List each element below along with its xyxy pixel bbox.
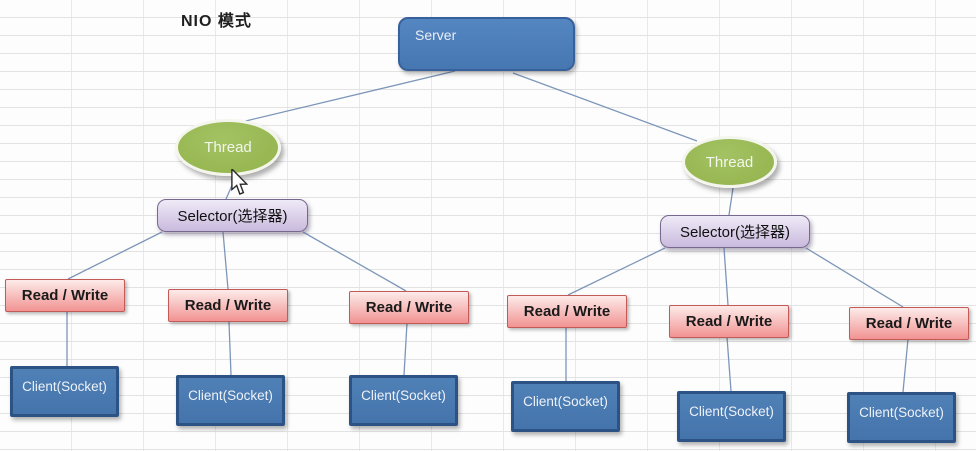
edge-rw-client-5 — [726, 336, 732, 392]
edge-rw-client-6 — [902, 338, 909, 393]
edge-selector-rw-1 — [67, 231, 163, 280]
read-write-node-2: Read / Write — [168, 289, 288, 322]
read-write-node-3: Read / Write — [349, 291, 469, 324]
client-socket-node-1: Client(Socket) — [10, 366, 119, 417]
client-socket-node-3: Client(Socket) — [349, 375, 458, 426]
edge-rw-client-3 — [403, 322, 408, 376]
selector-node-left: Selector(选择器) — [157, 199, 308, 232]
client-socket-node-4: Client(Socket) — [511, 381, 620, 432]
read-write-node-6: Read / Write — [849, 307, 969, 340]
read-write-node-1: Read / Write — [5, 279, 125, 312]
edge-selector-rw-5 — [723, 247, 729, 306]
edge-server-thread-right — [512, 72, 698, 142]
client-socket-node-5: Client(Socket) — [677, 391, 786, 442]
edge-selector-rw-2 — [222, 231, 229, 290]
read-write-node-5: Read / Write — [669, 305, 789, 338]
selector-node-right: Selector(选择器) — [660, 215, 810, 248]
client-socket-node-6: Client(Socket) — [847, 392, 956, 443]
edge-selector-rw-3 — [302, 231, 407, 292]
edge-selector-rw-6 — [805, 247, 904, 308]
diagram-title: NIO 模式 — [181, 13, 252, 30]
read-write-node-4: Read / Write — [507, 295, 627, 328]
edge-rw-client-2 — [228, 321, 232, 376]
edge-thread-selector-right — [728, 187, 734, 216]
server-node: Server — [398, 17, 575, 71]
thread-node-right: Thread — [682, 136, 777, 188]
mouse-cursor-icon — [231, 169, 248, 195]
thread-node-left: Thread — [175, 119, 281, 176]
client-socket-node-2: Client(Socket) — [176, 375, 285, 426]
edge-server-thread-left — [232, 70, 456, 125]
edge-selector-rw-4 — [567, 247, 666, 296]
